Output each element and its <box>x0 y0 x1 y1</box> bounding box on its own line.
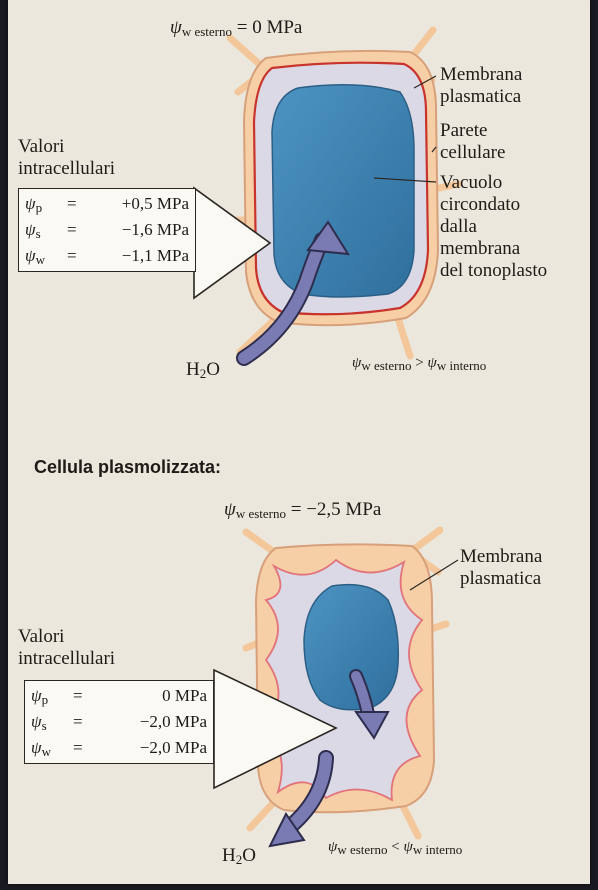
label-membrana-bottom: Membrana plasmatica <box>460 546 542 590</box>
value-row-psi-w-top: ψw = −1,1 MPa <box>25 243 189 269</box>
label-vacuolo-line4: membrana <box>440 238 547 260</box>
value-eq: = <box>67 217 77 243</box>
label-membrana-line2: plasmatica <box>440 86 522 108</box>
relation-left: w esterno <box>361 358 411 373</box>
water-sub: 2 <box>200 366 207 381</box>
water-label-top: H2O <box>186 360 220 379</box>
water-label-bottom: H2O <box>222 846 256 865</box>
value-eq: = <box>73 735 83 761</box>
values-box-top: ψp = +0,5 MPa ψs = −1,6 MPa ψw = −1,1 MP… <box>18 188 196 272</box>
value-sym: w <box>42 744 51 759</box>
valori-title-line1: Valori <box>18 136 115 158</box>
relation-right-bottom: w interno <box>413 842 462 857</box>
psi-external-bottom: ψw esterno = −2,5 MPa <box>224 500 381 519</box>
value-row-psi-p-bottom: ψp = 0 MPa <box>31 683 207 709</box>
label-membrana-bottom-line2: plasmatica <box>460 568 542 590</box>
valori-title-bottom-line2: intracellulari <box>18 648 115 670</box>
value-number: −2,0 MPa <box>140 709 207 735</box>
relation-op: > <box>415 355 423 371</box>
value-row-psi-p-top: ψp = +0,5 MPa <box>25 191 189 217</box>
valori-title-top: Valori intracellulari <box>18 136 115 180</box>
psi-external-label-top: w esterno <box>182 24 232 39</box>
label-vacuolo-line1: Vacuolo <box>440 172 547 194</box>
value-number: 0 MPa <box>162 683 207 709</box>
value-sym: p <box>42 692 49 707</box>
water-sub-bottom: 2 <box>236 852 243 867</box>
value-row-psi-s-top: ψs = −1,6 MPa <box>25 217 189 243</box>
label-membrana-line1: Membrana <box>440 64 522 86</box>
value-eq: = <box>73 709 83 735</box>
valori-title-bottom-line1: Valori <box>18 626 115 648</box>
label-vacuolo-line2: circondato <box>440 194 547 216</box>
relation-op-bottom: < <box>391 839 399 855</box>
relation-top: ψw esterno > ψw interno <box>352 356 486 371</box>
label-membrana-bottom-line1: Membrana <box>460 546 542 568</box>
psi-external-label-bottom: w esterno <box>236 506 286 521</box>
label-parete: Parete cellulare <box>440 120 505 164</box>
value-eq: = <box>67 191 77 217</box>
label-parete-line1: Parete <box>440 120 505 142</box>
relation-bottom: ψw esterno < ψw interno <box>328 840 462 855</box>
values-box-bottom: ψp = 0 MPa ψs = −2,0 MPa ψw = −2,0 MPa <box>24 680 214 764</box>
value-sym: s <box>36 226 41 241</box>
value-number: −1,6 MPa <box>122 217 189 243</box>
turgid-cell <box>194 30 458 358</box>
label-vacuolo-line5: del tonoplasto <box>440 260 547 282</box>
value-row-psi-w-bottom: ψw = −2,0 MPa <box>31 735 207 761</box>
water-O-bottom: O <box>242 845 256 866</box>
vacuole-bottom <box>304 585 398 710</box>
value-sym: w <box>36 252 45 267</box>
water-H-bottom: H <box>222 845 236 866</box>
value-number: +0,5 MPa <box>122 191 189 217</box>
value-sym: s <box>42 718 47 733</box>
psi-external-value-top: = 0 MPa <box>237 17 303 38</box>
label-vacuolo: Vacuolo circondato dalla membrana del to… <box>440 172 547 282</box>
valori-title-bottom: Valori intracellulari <box>18 626 115 670</box>
water-O: O <box>206 359 220 380</box>
label-vacuolo-line3: dalla <box>440 216 547 238</box>
value-eq: = <box>73 683 83 709</box>
plasmolyzed-cell <box>214 530 458 846</box>
label-parete-line2: cellulare <box>440 142 505 164</box>
psi-external-top: ψw esterno = 0 MPa <box>170 18 302 37</box>
relation-right: w interno <box>437 358 486 373</box>
vacuole <box>272 85 414 297</box>
value-number: −1,1 MPa <box>122 243 189 269</box>
figure-page: ψw esterno = 0 MPa Membrana plasmatica P… <box>8 0 590 884</box>
water-H: H <box>186 359 200 380</box>
value-eq: = <box>67 243 77 269</box>
label-membrana-top: Membrana plasmatica <box>440 64 522 108</box>
relation-left-bottom: w esterno <box>337 842 387 857</box>
value-row-psi-s-bottom: ψs = −2,0 MPa <box>31 709 207 735</box>
psi-external-value-bottom: = −2,5 MPa <box>291 499 382 520</box>
value-sym: p <box>36 200 43 215</box>
value-number: −2,0 MPa <box>140 735 207 761</box>
valori-title-line2: intracellulari <box>18 158 115 180</box>
heading-plasmolyzed: Cellula plasmolizzata: <box>34 458 221 476</box>
